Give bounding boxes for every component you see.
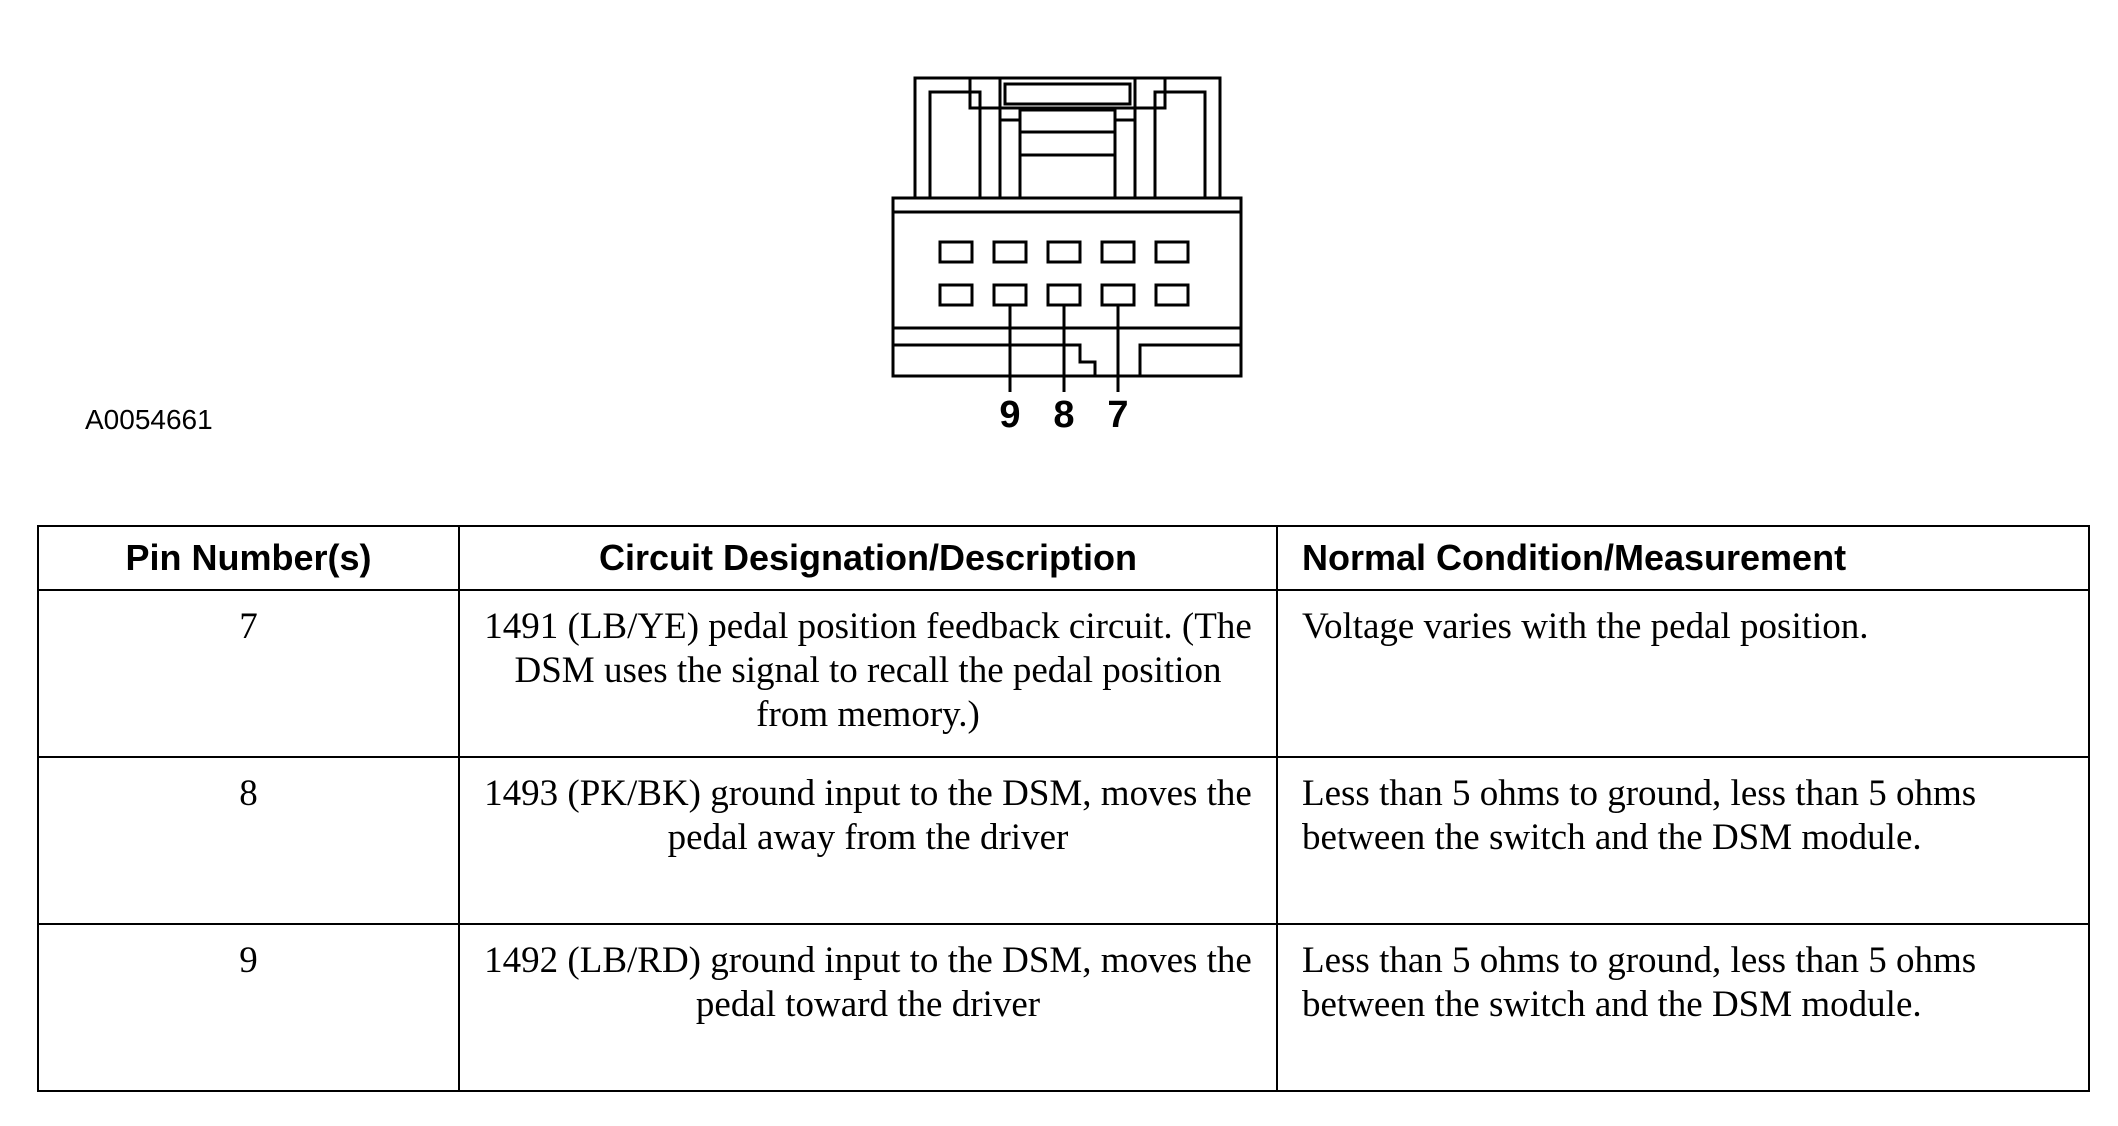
pin-cell: 8 xyxy=(37,756,460,925)
pin-label-7: 7 xyxy=(1107,394,1129,436)
connector-diagram xyxy=(891,76,1243,392)
pin-cavity-9 xyxy=(992,283,1028,307)
table-row: 7 1491 (LB/YE) pedal position feedback c… xyxy=(37,589,2090,758)
connector-body xyxy=(891,196,1243,378)
pin-cavity xyxy=(1154,240,1190,264)
connector-top-outline-right xyxy=(1133,76,1222,198)
connector-latch xyxy=(968,76,1167,110)
description-cell: 1493 (PK/BK) ground input to the DSM, mo… xyxy=(458,756,1278,925)
pin-cavity xyxy=(1046,240,1082,264)
pin-cell: 7 xyxy=(37,589,460,758)
table-row: 9 1492 (LB/RD) ground input to the DSM, … xyxy=(37,923,2090,1092)
pin-label-8: 8 xyxy=(1053,394,1075,436)
description-cell: 1491 (LB/YE) pedal position feedback cir… xyxy=(458,589,1278,758)
header-normal-condition: Normal Condition/Measurement xyxy=(1276,525,2090,591)
pin-table: Pin Number(s) Circuit Designation/Descri… xyxy=(37,525,2090,1092)
table-header-row: Pin Number(s) Circuit Designation/Descri… xyxy=(37,525,2090,591)
pin-label-9: 9 xyxy=(999,394,1021,436)
pin-cavity xyxy=(1154,283,1190,307)
header-circuit-description: Circuit Designation/Description xyxy=(458,525,1278,591)
measurement-cell: Voltage varies with the pedal position. xyxy=(1276,589,2090,758)
measurement-cell: Less than 5 ohms to ground, less than 5 … xyxy=(1276,923,2090,1092)
connector-top-outline xyxy=(913,76,1002,198)
description-cell: 1492 (LB/RD) ground input to the DSM, mo… xyxy=(458,923,1278,1092)
measurement-cell: Less than 5 ohms to ground, less than 5 … xyxy=(1276,756,2090,925)
pin-cavity xyxy=(1100,240,1136,264)
pin-cavity-8 xyxy=(1046,283,1082,307)
pin-cavity-7 xyxy=(1100,283,1136,307)
pin-cavity xyxy=(938,283,974,307)
header-pin-numbers: Pin Number(s) xyxy=(37,525,460,591)
pin-cell: 9 xyxy=(37,923,460,1092)
table-row: 8 1493 (PK/BK) ground input to the DSM, … xyxy=(37,756,2090,925)
pin-cavity xyxy=(992,240,1028,264)
pin-cavity xyxy=(938,240,974,264)
figure-id: A0054661 xyxy=(85,404,213,435)
